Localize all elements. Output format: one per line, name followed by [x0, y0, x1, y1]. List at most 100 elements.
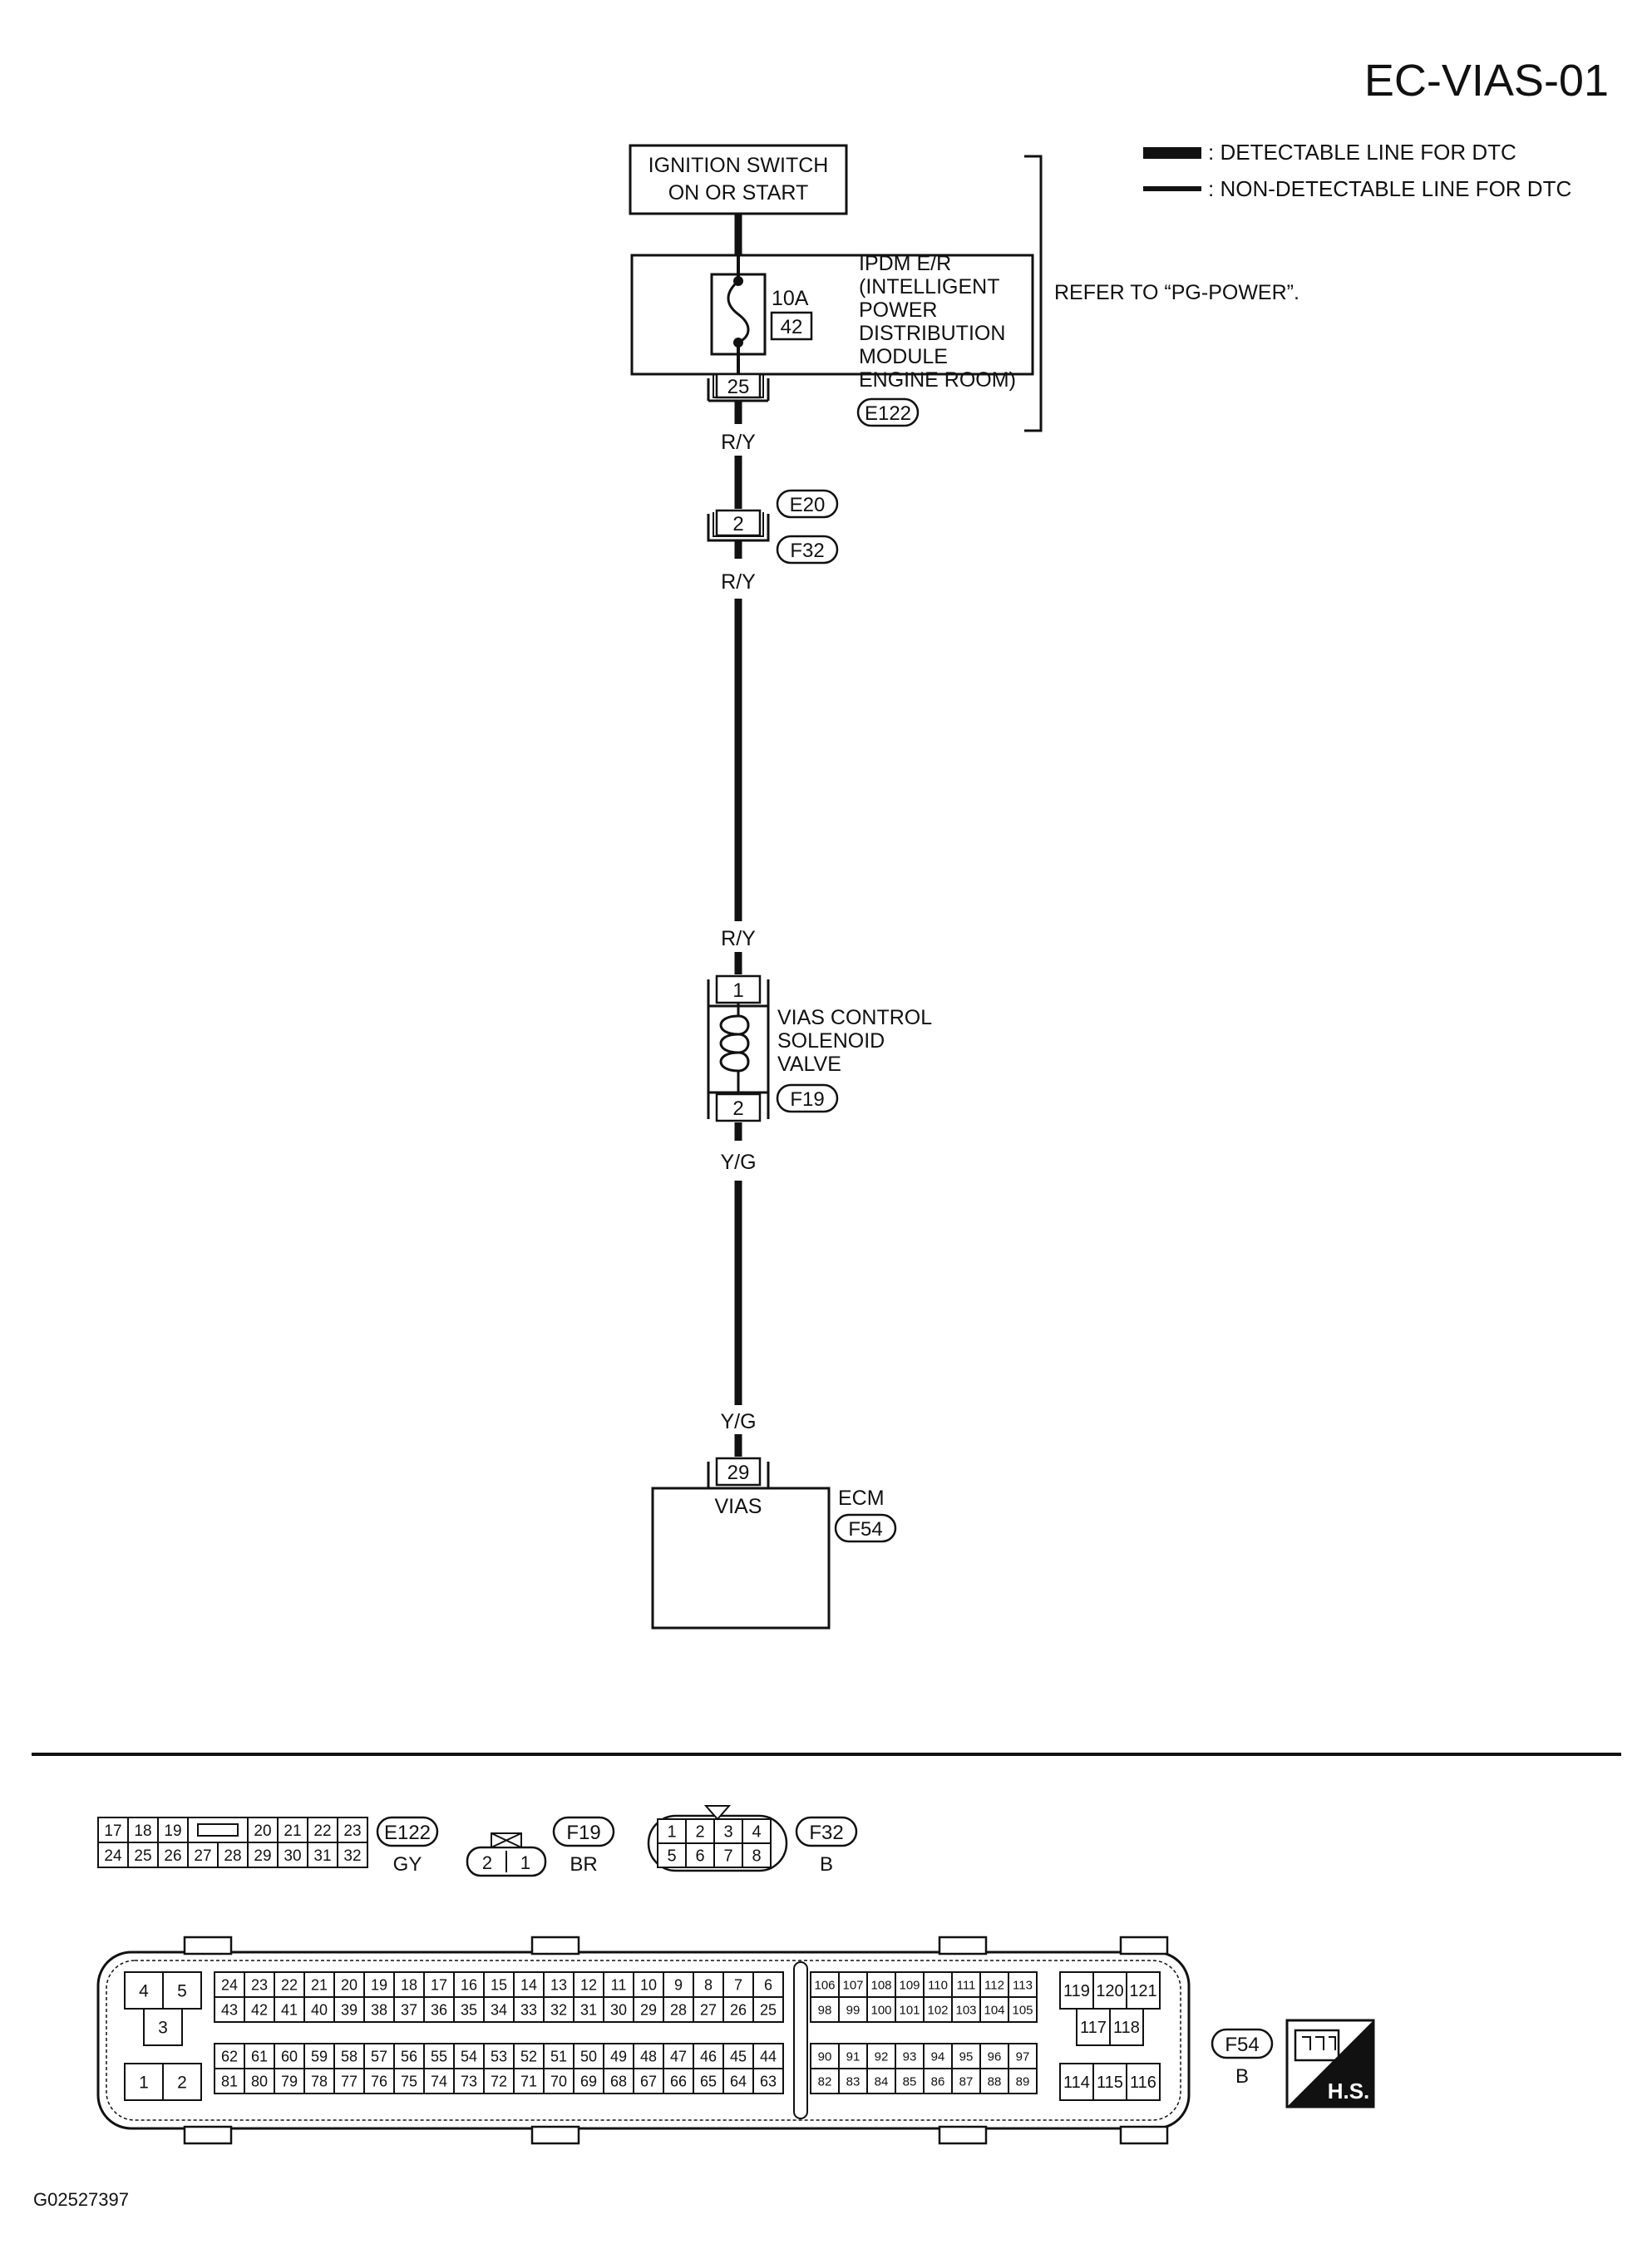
svg-text:E122: E122	[384, 1822, 431, 1844]
connector-tag-f19-view: F19	[552, 1816, 615, 1847]
pin-number: 81	[221, 2073, 238, 2089]
pin-number: 9	[674, 1976, 683, 1993]
pin-number: 64	[730, 2073, 747, 2089]
svg-text:F32: F32	[790, 540, 824, 562]
pin-number: 98	[818, 2003, 832, 2017]
pin-number: 17	[104, 1822, 121, 1840]
pin-number: 32	[550, 2001, 567, 2018]
pin-number: 8	[752, 1847, 761, 1866]
connector-tag-f32: F32	[776, 535, 839, 565]
svg-text:1: 1	[732, 979, 743, 1002]
pin-number: 46	[700, 2048, 717, 2064]
fuse-icon	[727, 279, 750, 344]
pin-number: 60	[281, 2048, 298, 2064]
pin-number: 100	[870, 2003, 891, 2017]
wire-color-ry-3: R/Y	[721, 927, 756, 950]
pin-number: 39	[341, 2001, 358, 2018]
pin-number: 67	[640, 2073, 657, 2089]
ipdm-label-6: ENGINE ROOM)	[859, 368, 1016, 392]
pin-number: 5	[177, 1982, 187, 2001]
pin-number: 56	[401, 2048, 417, 2064]
pin-number: 49	[610, 2048, 627, 2064]
pin-number: 30	[610, 2001, 627, 2018]
pin-number: 70	[550, 2073, 567, 2089]
pin-number: 7	[723, 1847, 732, 1866]
pin-number: 8	[704, 1976, 713, 1993]
pin-number: 63	[760, 2073, 777, 2089]
pin-number: 113	[1013, 1978, 1033, 1992]
refer-bracket	[1024, 155, 1043, 432]
svg-text:29: 29	[727, 1462, 750, 1484]
pin-number: 59	[311, 2048, 328, 2064]
pin-number: 75	[401, 2073, 417, 2089]
pin-number: 4	[139, 1982, 149, 2001]
pin-number: 1	[667, 1823, 676, 1842]
pin-number: 107	[842, 1978, 863, 1992]
pin-number: 35	[461, 2001, 477, 2018]
pin-number: 120	[1096, 1982, 1123, 2000]
pin-number: 33	[520, 2001, 537, 2018]
pin-number: 88	[988, 2074, 1002, 2089]
pin-number: 80	[251, 2073, 268, 2089]
wire-color-ry-2: R/Y	[721, 570, 756, 594]
pin-number: 105	[1012, 2003, 1033, 2017]
refer-note: REFER TO “PG-POWER”.	[1054, 281, 1299, 304]
harness-connector-icon	[1294, 2029, 1340, 2062]
pin-number: 101	[899, 2003, 920, 2017]
pin-number: 116	[1130, 2074, 1156, 2092]
pin-number: 103	[955, 2003, 976, 2017]
pin-number: 21	[284, 1822, 301, 1840]
solenoid-label-1: VIAS CONTROL	[777, 1006, 932, 1029]
pin-number: 5	[667, 1847, 676, 1866]
ipdm-label-3: POWER	[859, 298, 937, 322]
pin-number: 13	[550, 1976, 567, 1993]
ignition-line1: IGNITION SWITCH	[648, 154, 829, 177]
ipdm-label-5: MODULE	[859, 345, 948, 368]
pin-number: 50	[580, 2048, 597, 2064]
pin-number: 97	[1016, 2049, 1030, 2064]
pin-number: 31	[313, 1847, 331, 1865]
pin-number: 90	[818, 2049, 832, 2064]
pin-number: 7	[734, 1976, 742, 1993]
solenoid-label-2: SOLENOID	[777, 1029, 885, 1053]
legend-non-detectable-swatch	[1143, 186, 1201, 191]
pin-number: 112	[984, 1978, 1004, 1992]
ipdm-terminal-25: 25	[707, 372, 770, 402]
pin-number: 3	[723, 1823, 732, 1842]
pin-number: 85	[903, 2074, 917, 2089]
wire-color-yg-2: Y/G	[720, 1410, 756, 1433]
pin-number: 6	[764, 1976, 772, 1993]
pin-number: 89	[1016, 2074, 1030, 2089]
ipdm-label-4: DISTRIBUTION	[859, 322, 1005, 345]
ipdm-label-1: IPDM E/R	[859, 252, 951, 275]
ecm-pin-label: VIAS	[715, 1495, 762, 1518]
pin-number: 22	[281, 1976, 298, 1993]
legend-detectable-swatch	[1143, 147, 1201, 159]
pin-number: 3	[158, 2019, 168, 2038]
connector-key-icon	[491, 1832, 522, 1848]
pin-number: 55	[431, 2048, 447, 2064]
pin-number: 84	[875, 2074, 889, 2089]
pin-number: 27	[700, 2001, 717, 2018]
ecm-name: ECM	[838, 1487, 885, 1510]
pin-number: 14	[520, 1976, 537, 1993]
svg-text:E20: E20	[790, 494, 826, 516]
pin-number: 68	[610, 2073, 627, 2089]
pin-number: 121	[1129, 1982, 1156, 2000]
connector-color-f32: B	[820, 1853, 833, 1876]
pin-number: 2	[482, 1852, 492, 1873]
pin-number: 28	[670, 2001, 687, 2018]
pin-number: 40	[311, 2001, 328, 2018]
connector-color-e122: GY	[393, 1853, 422, 1876]
pin-number: 26	[164, 1847, 181, 1865]
pin-number: 25	[134, 1847, 151, 1865]
svg-text:F54: F54	[848, 1518, 882, 1541]
ignition-line2: ON OR START	[668, 181, 809, 205]
pin-number: 61	[251, 2048, 268, 2064]
svg-text:H.S.: H.S.	[1328, 2079, 1370, 2103]
fuse-number: 42	[781, 316, 803, 338]
pin-number: 99	[846, 2003, 861, 2017]
